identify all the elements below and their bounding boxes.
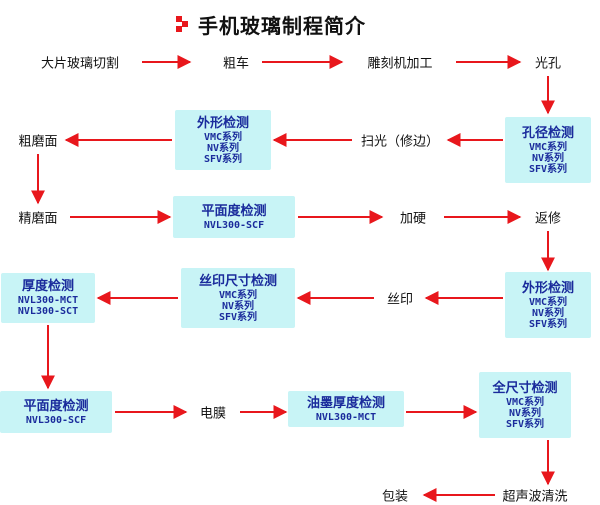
box-model: NV系列 (221, 300, 255, 312)
box-title: 平面度检测 (23, 398, 89, 414)
title-mark-icon (176, 16, 192, 32)
box-title: 油墨厚度检测 (306, 395, 385, 411)
step-label-n11: 加硬 (399, 211, 427, 227)
step-label-n3: 雕刻机加工 (367, 56, 433, 72)
box-model: SFV系列 (528, 318, 568, 330)
step-label-n4: 光孔 (534, 56, 562, 72)
box-model: SFV系列 (203, 153, 243, 165)
box-model: VMC系列 (505, 396, 545, 408)
box-model: NV系列 (206, 142, 240, 154)
box-title: 孔径检测 (521, 125, 574, 141)
box-model: VMC系列 (528, 141, 568, 153)
step-label-n22: 包装 (381, 489, 409, 505)
box-title: 全尺寸检测 (492, 380, 558, 396)
box-model: NVL300-SCF (203, 219, 265, 231)
step-label-n21: 超声波清洗 (502, 489, 568, 505)
diagram-title: 手机玻璃制程简介 (176, 9, 366, 39)
box-model: NVL300-SCF (25, 414, 87, 426)
box-model: VMC系列 (528, 296, 568, 308)
step-label-n12: 返修 (534, 211, 562, 227)
box-model: NV系列 (508, 407, 542, 419)
step-label-n1: 大片玻璃切割 (40, 56, 120, 72)
box-model: NVL300-MCT (315, 411, 377, 423)
box-model: NVL300-MCT (17, 295, 79, 306)
box-model: NVL300-SCT (17, 306, 79, 317)
title-text: 手机玻璃制程简介 (198, 13, 366, 38)
box-model: SFV系列 (528, 163, 568, 175)
box-model: NV系列 (531, 152, 565, 164)
box-title: 外形检测 (196, 115, 249, 131)
box-title: 丝印尺寸检测 (198, 273, 277, 289)
step-label-n8: 粗磨面 (18, 134, 58, 150)
step-label-n6: 扫光（修边） (360, 134, 440, 150)
box-model: VMC系列 (218, 289, 258, 301)
box-title: 厚度检测 (21, 279, 74, 294)
box-model: SFV系列 (218, 311, 258, 323)
step-label-n2: 粗车 (222, 56, 250, 72)
box-title: 外形检测 (521, 280, 574, 296)
step-label-n18: 电膜 (199, 406, 227, 422)
box-model: VMC系列 (203, 131, 243, 143)
box-model: NV系列 (531, 307, 565, 319)
box-model: SFV系列 (505, 418, 545, 430)
step-label-n14: 丝印 (386, 292, 414, 308)
box-title: 平面度检测 (201, 203, 267, 219)
step-label-n9: 精磨面 (18, 211, 58, 227)
